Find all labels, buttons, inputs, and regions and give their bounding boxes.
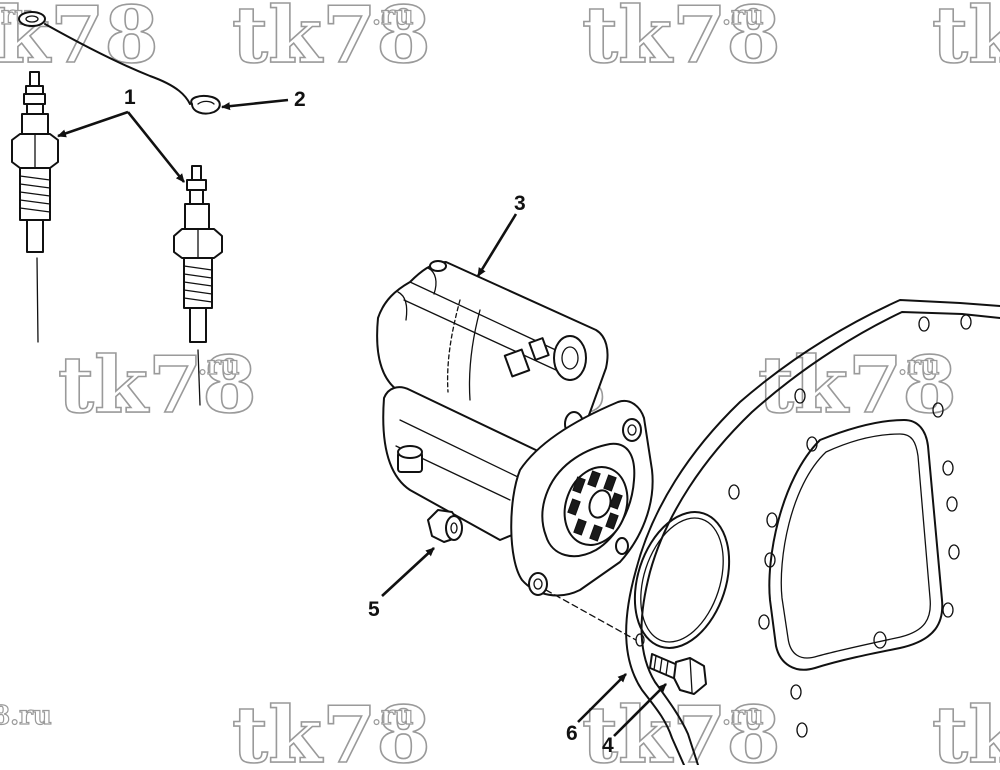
callout-5: 5 [368, 598, 380, 621]
watermark-suffix: .ru [898, 351, 940, 381]
glow-plug-left [11, 71, 59, 343]
callout-labels: 1 2 3 4 5 6 [124, 86, 614, 757]
watermark-top-mid: tk78 .ru [231, 0, 431, 82]
watermark-bottom-left: 8.ru [0, 700, 52, 731]
watermark-suffix: .ru [722, 1, 764, 31]
glow-plug-wire [18, 11, 221, 115]
glow-plug-right [173, 165, 223, 406]
callout-1: 1 [124, 86, 136, 109]
watermark-suffix: 8.ru [0, 701, 52, 731]
callout-6: 6 [566, 722, 578, 745]
watermark-bottom-mid: tk78 .ru [231, 689, 431, 770]
watermark-suffix: .ru [372, 1, 414, 31]
pinion-gear [563, 466, 629, 546]
watermark-text: tk78 [582, 0, 781, 81]
bolt [649, 653, 707, 695]
watermark-text: tk78 [232, 0, 431, 81]
watermark-text: tk78 [58, 340, 257, 431]
watermark-suffix: .ru [198, 351, 240, 381]
watermark-text: tk78 [932, 0, 1000, 81]
watermark-mid-right: tk78 .ru [757, 339, 957, 432]
watermark-text: tk78 [758, 340, 957, 431]
callout-4: 4 [602, 734, 614, 757]
watermark-text: tk78 [932, 690, 1000, 765]
callout-3: 3 [514, 192, 526, 215]
leader-lines [57, 98, 667, 737]
watermark-suffix: .ru [722, 701, 764, 731]
flywheel-housing-plate [625, 299, 1000, 766]
watermark-mid-left: tk78 .ru [57, 339, 257, 432]
starter-motor [376, 260, 654, 641]
nut [427, 509, 463, 543]
callout-2: 2 [294, 88, 306, 111]
watermark-top-far-right: tk78 [931, 0, 1000, 82]
watermark-suffix: .ru [372, 701, 414, 731]
watermark-bottom-far-right: tk78 [931, 689, 1000, 770]
watermark-top-right: tk78 .ru [581, 0, 781, 82]
watermark-text: tk78 [232, 690, 431, 765]
